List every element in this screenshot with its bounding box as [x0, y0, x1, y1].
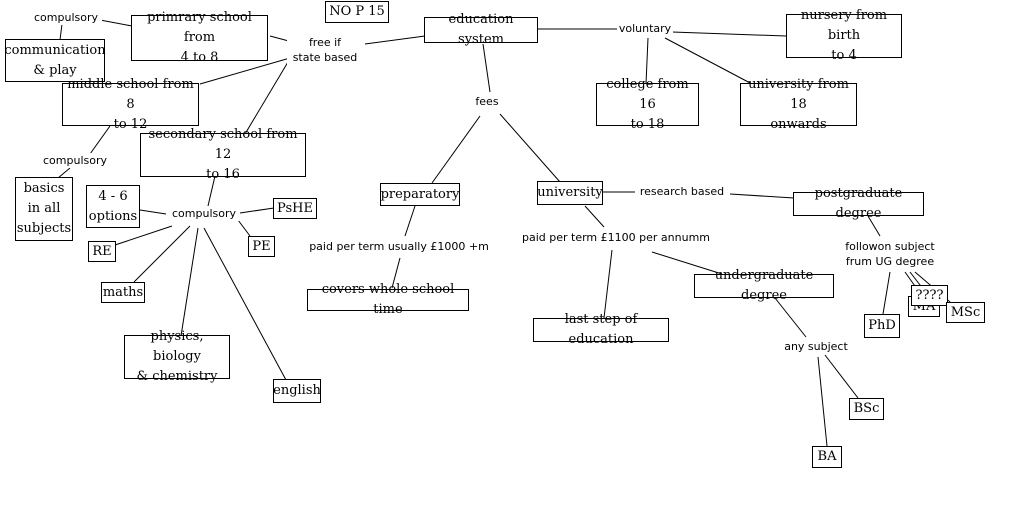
node-pshe: PsHE: [273, 198, 317, 219]
node-college: college from 16 to 18: [596, 77, 699, 132]
node-phd: PhD: [864, 314, 900, 338]
node-sciences: physics, biology & chemistry: [124, 329, 230, 384]
label-compulsory-middle: compulsory: [39, 153, 111, 168]
label-paid-per-term-uni: paid per term £1100 per annumm: [519, 230, 713, 245]
node-university-voluntary: university from 18 onwards: [740, 77, 857, 132]
node-secondary-school: secondary school from 12 to 16: [140, 127, 306, 182]
node-postgraduate: postgraduate degree: [793, 186, 924, 221]
node-msc: MSc: [946, 302, 985, 323]
node-maths: maths: [101, 282, 145, 303]
label-compulsory-top: compulsory: [30, 10, 102, 25]
label-free-if-state: free if state based: [287, 35, 363, 65]
node-english: english: [273, 379, 321, 403]
node-middle-school: middle school from 8 to 12: [62, 77, 199, 132]
label-research-based: research based: [635, 184, 729, 199]
node-ba: BA: [812, 446, 842, 468]
label-voluntary: voluntary: [617, 21, 673, 36]
node-re: RE: [88, 241, 116, 262]
label-any-subject: any subject: [780, 339, 852, 354]
node-bsc: BSc: [849, 398, 884, 420]
node-primary-school: primrary school from 4 to 8: [131, 10, 268, 65]
node-university-fees: university: [537, 181, 603, 205]
node-last-step: last step of education: [533, 312, 669, 347]
node-undergraduate: undergraduate degree: [694, 268, 834, 303]
node-unknown: ????: [911, 285, 948, 306]
label-followon-subject: followon subject frum UG degree: [838, 239, 942, 269]
node-nursery: nursery from birth to 4: [786, 8, 902, 63]
node-basics: basics in all subjects: [15, 177, 73, 241]
label-fees: fees: [471, 94, 503, 109]
node-pe: PE: [248, 236, 275, 257]
label-compulsory-secondary: compulsory: [168, 206, 240, 221]
label-paid-per-term-prep: paid per term usually £1000 +m: [308, 239, 490, 254]
node-options: 4 - 6 options: [86, 185, 140, 228]
node-covers-school-time: covers whole school time: [307, 282, 469, 317]
node-communication-play: communication & play: [4, 39, 106, 82]
node-education-system: education system: [424, 12, 538, 47]
node-nop-15: NO P 15: [325, 1, 389, 23]
node-preparatory: preparatory: [380, 183, 460, 206]
